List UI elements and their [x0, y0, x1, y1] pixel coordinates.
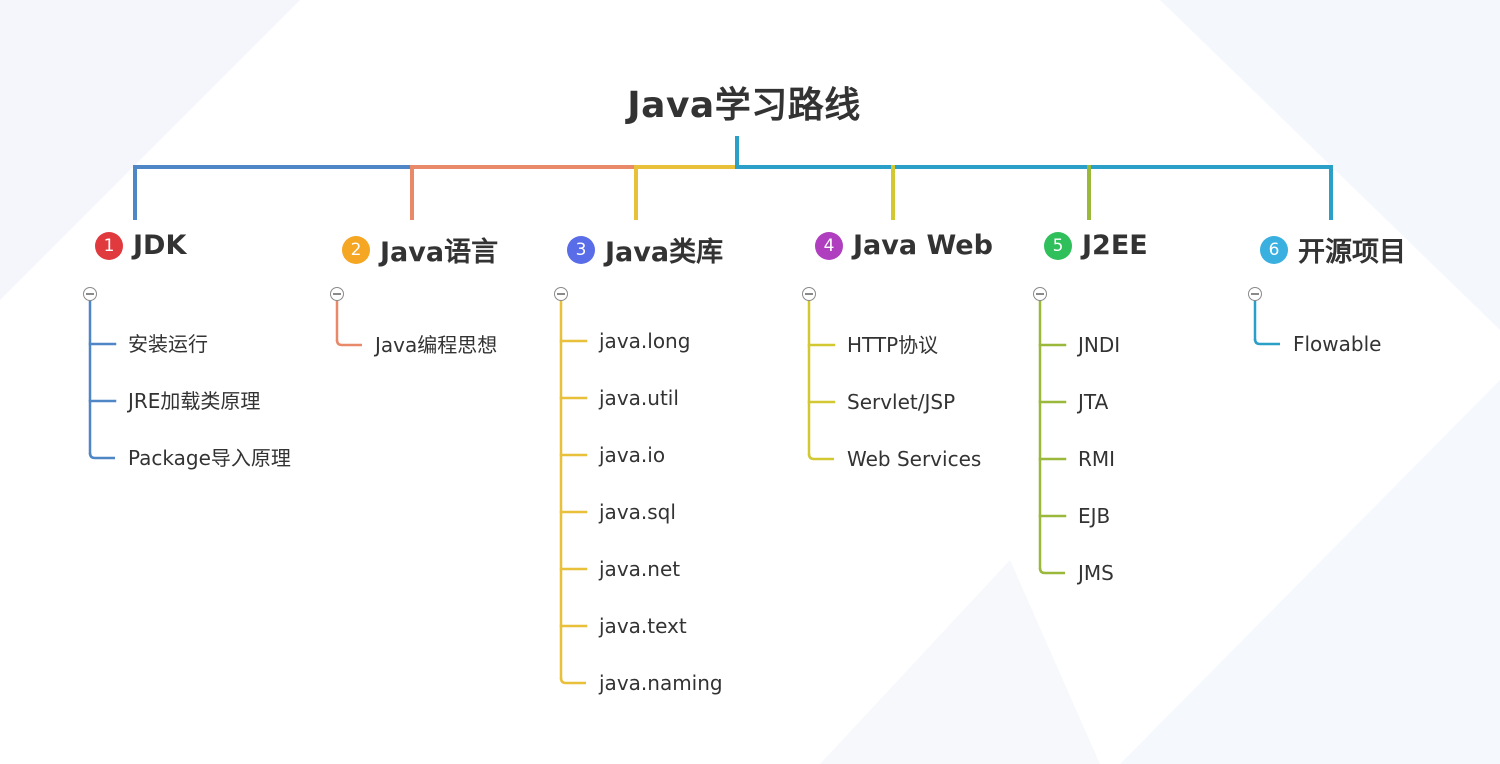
branch-number-badge: 1 [95, 231, 123, 260]
collapse-minus-icon[interactable] [554, 287, 568, 301]
leaf-node: Package导入原理 [128, 446, 291, 470]
leaf-node: RMI [1078, 447, 1116, 471]
branch-label: Java Web [853, 230, 993, 261]
diagram-title: Java学习路线 [627, 85, 861, 126]
leaf-node: java.naming [599, 671, 723, 695]
leaf-connector [559, 677, 586, 685]
collapse-minus-icon[interactable] [1248, 287, 1262, 301]
branch-1: 1 JDK [95, 230, 186, 261]
branch-6: 6 开源项目 [1260, 230, 1406, 269]
branch-label: 开源项目 [1298, 237, 1406, 268]
branch-2: 2 Java语言 [342, 230, 498, 269]
leaf-node: Web Services [847, 447, 982, 471]
leaf-node: Servlet/JSP [847, 390, 956, 414]
leaf-connector [1253, 338, 1280, 346]
collapse-minus-icon[interactable] [802, 287, 816, 301]
branch-5: 5 J2EE [1044, 230, 1148, 261]
branch-number-badge: 6 [1260, 235, 1288, 264]
branch-label: J2EE [1082, 230, 1148, 261]
leaf-connector [88, 452, 115, 460]
branch-number-badge: 4 [815, 231, 843, 260]
leaf-node: JRE加载类原理 [128, 389, 261, 413]
branch-4: 4 Java Web [815, 230, 993, 261]
branch-label: JDK [133, 230, 187, 261]
collapse-minus-icon[interactable] [330, 287, 344, 301]
leaf-node: java.text [599, 614, 687, 638]
branch-label: Java类库 [605, 237, 724, 268]
leaf-node: JMS [1078, 561, 1114, 585]
collapse-minus-icon[interactable] [83, 287, 97, 301]
leaf-node: Java编程思想 [375, 333, 498, 357]
leaf-node: EJB [1078, 504, 1111, 528]
leaf-node: JTA [1078, 390, 1109, 414]
leaf-node: java.long [599, 329, 691, 353]
collapse-minus-icon[interactable] [1033, 287, 1047, 301]
branch-label: Java语言 [380, 237, 499, 268]
branch-number-badge: 2 [342, 235, 370, 264]
branch-3: 3 Java类库 [567, 230, 723, 269]
leaf-node: HTTP协议 [847, 333, 939, 357]
leaf-node: 安装运行 [128, 332, 208, 356]
leaf-node: java.util [599, 386, 679, 410]
leaf-node: java.net [599, 557, 681, 581]
branch-number-badge: 3 [567, 235, 595, 264]
leaf-node: java.io [599, 443, 666, 467]
leaf-connector [807, 453, 834, 461]
leaf-node: Flowable [1293, 332, 1382, 356]
leaf-node: java.sql [599, 500, 676, 524]
leaf-connector [1038, 567, 1065, 575]
leaf-node: JNDI [1078, 333, 1121, 357]
branch-number-badge: 5 [1044, 231, 1072, 260]
leaf-connector [335, 339, 362, 347]
